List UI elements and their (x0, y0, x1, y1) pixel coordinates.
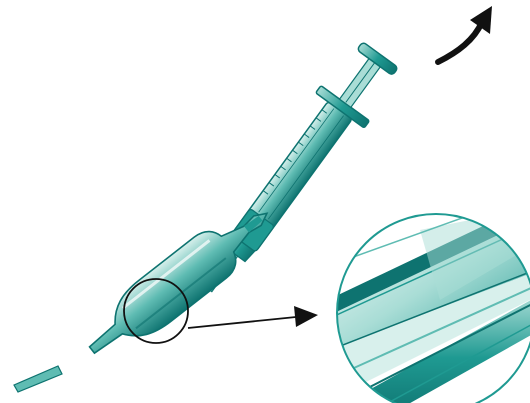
pointer-arrow-icon (188, 306, 318, 328)
ampoule (76, 193, 283, 371)
zoom-detail (330, 190, 530, 403)
ampoule-stem (14, 366, 62, 392)
curved-arrow-icon (438, 6, 492, 62)
